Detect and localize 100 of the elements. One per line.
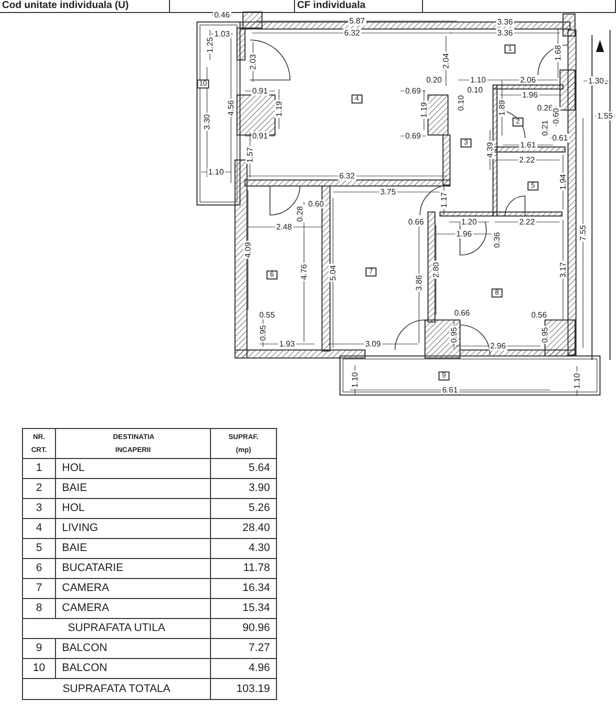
dimension-label: 0.95 [540, 326, 550, 344]
table-cell: 5.64 [211, 459, 276, 479]
dimension-label: 0.20 [425, 76, 443, 84]
dimension-label: 0.56 [530, 310, 548, 320]
dimension-label: 1.30 [587, 76, 605, 86]
dimension-label: 1.96 [455, 230, 473, 238]
table-cell: 16.34 [211, 579, 276, 599]
dimension-label: 3.86 [414, 274, 424, 292]
dimension-label: 1.19 [420, 101, 428, 119]
table-cell: 90.96 [211, 619, 276, 639]
dimension-label: 4.39 [486, 141, 494, 159]
table-cell: 2 [23, 479, 56, 499]
dimension-label: 1.17 [440, 191, 448, 209]
table-cell: BAIE [56, 479, 211, 499]
dimension-label: 0.60 [307, 200, 325, 208]
dimension-label: 2.22 [518, 218, 536, 226]
dimension-label: 0.69 [404, 86, 422, 96]
dimension-label: 2.06 [519, 76, 537, 84]
dimension-label: 0.91 [251, 132, 269, 140]
dimension-label: 0.69 [404, 132, 422, 140]
dimension-label: 2.48 [275, 222, 293, 232]
table-cell: BAIE [56, 539, 211, 559]
table-cell: CAMERA [56, 579, 211, 599]
dimension-label: 0.21 [540, 119, 550, 137]
dimension-label: 2.80 [432, 261, 440, 279]
dimension-label: 0.46 [213, 10, 231, 20]
dimension-label: 2.03 [248, 53, 258, 71]
table-cell: BALCON [56, 659, 211, 679]
header-text: Cod unitate individuala (U) [2, 0, 129, 12]
table-cell: 5.26 [211, 499, 276, 519]
dimension-label: 3.75 [379, 188, 397, 196]
dimension-label: 1.25 [206, 36, 214, 54]
table-cell: LIVING [56, 519, 211, 539]
dimension-label: 0.10 [456, 94, 466, 112]
table-cell: 5 [23, 539, 56, 559]
dimension-label: 0.95 [450, 326, 458, 344]
dimension-label: 1.68 [554, 44, 562, 62]
dimension-label: 0.61 [551, 134, 569, 142]
dimension-label: 2.22 [518, 156, 536, 164]
dimension-label: 3.17 [558, 261, 568, 279]
table-cell: 15.34 [211, 599, 276, 619]
dimension-label: 1.94 [558, 173, 568, 191]
dimension-label: 0.91 [251, 86, 269, 96]
dimension-label: 4.76 [300, 263, 308, 281]
dimension-label: 6.61 [441, 386, 459, 394]
table-cell: SUPRAFATA TOTALA [23, 679, 211, 699]
dimension-label: 4.09 [244, 241, 252, 259]
dimension-label: 6.32 [343, 28, 361, 38]
dimension-label: 1.55 [596, 112, 614, 120]
dimension-label: 1.61 [519, 140, 537, 150]
table-cell: HOL [56, 499, 211, 519]
table-cell: 7.27 [211, 639, 276, 659]
dimension-label: 3.36 [496, 18, 514, 26]
table-cell: 28.40 [211, 519, 276, 539]
dimension-label: 1.10 [572, 372, 582, 390]
dimension-label: 0.66 [453, 308, 471, 318]
table-cell: 3.90 [211, 479, 276, 499]
table-cell: CAMERA [56, 599, 211, 619]
dimension-label: 0.10 [466, 86, 484, 94]
dimension-label: 2.96 [489, 342, 507, 350]
dimension-label: 3.30 [202, 113, 212, 131]
dimension-label: 1.10 [207, 168, 225, 176]
table-cell: 7 [23, 579, 56, 599]
table-cell: 4 [23, 519, 56, 539]
dimension-label: 1.89 [498, 99, 506, 117]
dimension-label: 0.36 [492, 231, 502, 249]
dimension-label: 1.19 [274, 100, 284, 118]
table-cell: 11.78 [211, 559, 276, 579]
dimension-label: 0.60 [552, 107, 560, 125]
table-cell: 3 [23, 499, 56, 519]
table-cell: SUPRAFATA UTILA [23, 619, 211, 639]
dimension-label: 2.04 [442, 52, 450, 70]
dimension-label: 3.36 [496, 28, 514, 38]
dimension-label: 1.20 [460, 218, 478, 226]
dimension-label: 3.09 [364, 340, 382, 348]
table-cell: BUCATARIE [56, 559, 211, 579]
dimension-label: 5.04 [328, 264, 338, 282]
dimension-label: 1.03 [213, 30, 231, 38]
dimension-label: 6.32 [338, 172, 356, 180]
dimension-label: 0.95 [258, 324, 268, 342]
table-cell: 8 [23, 599, 56, 619]
dimension-label: 4.56 [226, 99, 236, 117]
table-cell: 9 [23, 639, 56, 659]
table-cell-text: 103.19 [235, 682, 271, 696]
dimension-label: 0.66 [407, 218, 425, 226]
dimension-label: 1.10 [469, 76, 487, 84]
dimension-label: 1.96 [521, 90, 539, 100]
table-cell: HOL [56, 459, 211, 479]
table-cell: 1 [23, 459, 56, 479]
table-cell: 10 [23, 659, 56, 679]
dimension-label: 5.87 [348, 16, 366, 26]
table-cell: BALCON [56, 639, 211, 659]
dimension-label: 0.28 [296, 205, 304, 223]
table-cell: 4.96 [211, 659, 276, 679]
dimension-label: 0.55 [258, 310, 276, 320]
dimension-label: 7.55 [578, 224, 588, 242]
dimension-label: 1.57 [246, 146, 254, 164]
dimension-label: 1.93 [278, 340, 296, 348]
table-cell: 6 [23, 559, 56, 579]
dimension-label: 1.10 [350, 371, 360, 389]
